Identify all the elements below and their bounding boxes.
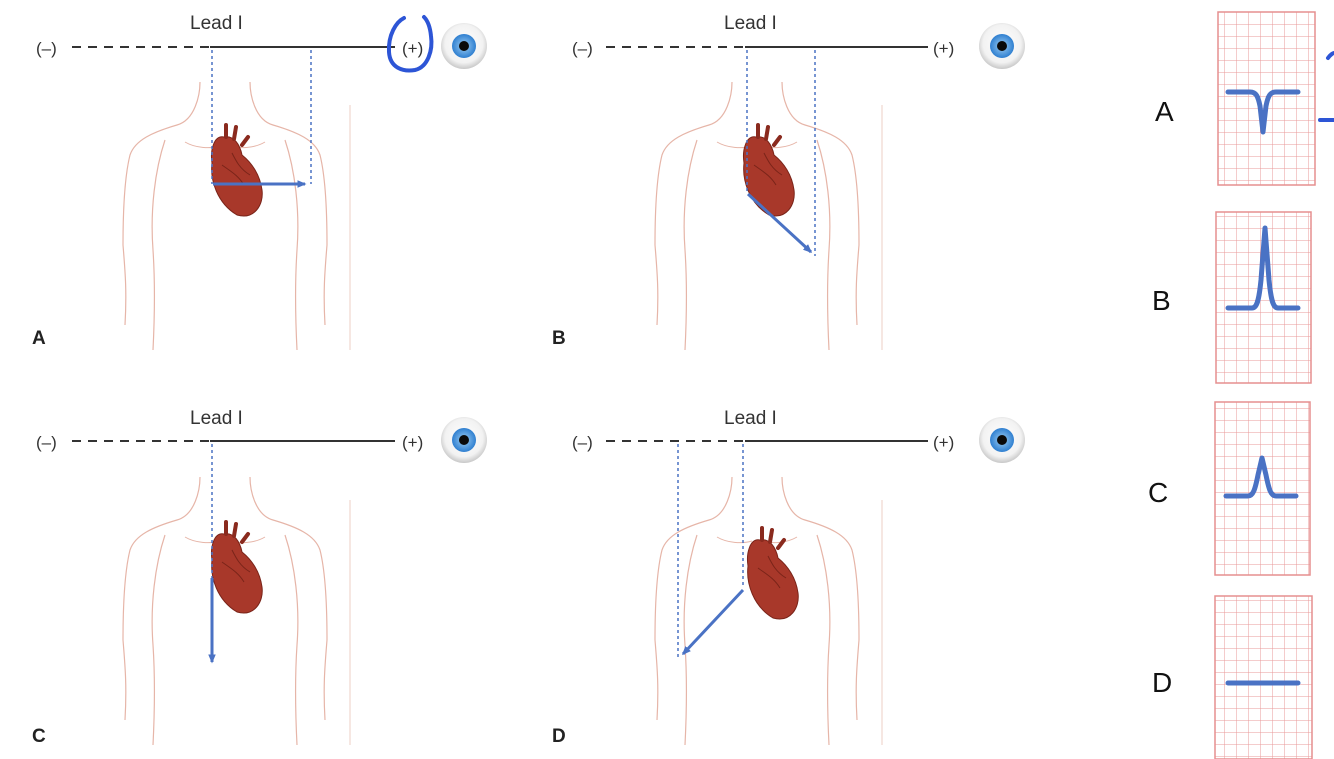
lead-label: Lead I xyxy=(724,408,777,429)
heart-icon xyxy=(209,123,265,218)
ecg-tracing-a: A xyxy=(1155,11,1334,186)
positive-pole-label: (+) xyxy=(933,433,954,452)
positive-pole-label: (+) xyxy=(402,39,423,58)
positive-pole-label: (+) xyxy=(933,39,954,58)
electrical-vector-arrow xyxy=(681,588,745,656)
lead-label: Lead I xyxy=(190,408,243,429)
panel-label: A xyxy=(32,328,46,349)
ecg-tracing-b: B xyxy=(1152,211,1312,384)
ecg-grid xyxy=(1214,401,1311,576)
ecg-waveform xyxy=(1225,225,1301,311)
heart-icon xyxy=(741,123,797,218)
panel-b: (–) Lead I (+) B xyxy=(552,13,1025,351)
panel-label: B xyxy=(552,328,566,349)
annotation-mark xyxy=(1326,51,1334,60)
panel-label: D xyxy=(552,726,566,747)
eye-icon xyxy=(979,23,1025,69)
tracing-label: A xyxy=(1155,96,1174,127)
ecg-tracing-c: C xyxy=(1148,401,1311,576)
tracing-label: C xyxy=(1148,477,1168,508)
negative-pole-label: (–) xyxy=(36,39,57,58)
lead-label: Lead I xyxy=(724,13,777,34)
eye-icon xyxy=(441,23,487,69)
panel-a: (–) Lead I (+) A xyxy=(32,13,487,351)
positive-pole-label: (+) xyxy=(402,433,423,452)
panel-d: (–) Lead I (+) D xyxy=(552,408,1025,747)
ecg-waveform xyxy=(1225,89,1301,135)
heart-icon xyxy=(745,526,801,621)
lead-label: Lead I xyxy=(190,13,243,34)
ecg-waveform xyxy=(1223,455,1299,499)
panel-c: (–) Lead I (+) C xyxy=(32,408,487,747)
negative-pole-label: (–) xyxy=(572,433,593,452)
negative-pole-label: (–) xyxy=(572,39,593,58)
ecg-grid xyxy=(1214,595,1313,759)
eye-icon xyxy=(979,417,1025,463)
hand-drawn-circle-annotation xyxy=(386,15,434,73)
electrical-vector-arrow xyxy=(746,192,813,254)
panel-label: C xyxy=(32,726,46,747)
negative-pole-label: (–) xyxy=(36,433,57,452)
tracing-label: D xyxy=(1152,667,1172,698)
torso-outline xyxy=(654,81,883,351)
heart-icon xyxy=(209,520,265,615)
torso-outline xyxy=(122,81,351,351)
eye-icon xyxy=(441,417,487,463)
tracing-label: B xyxy=(1152,285,1171,316)
ecg-tracing-d: D xyxy=(1152,595,1313,759)
